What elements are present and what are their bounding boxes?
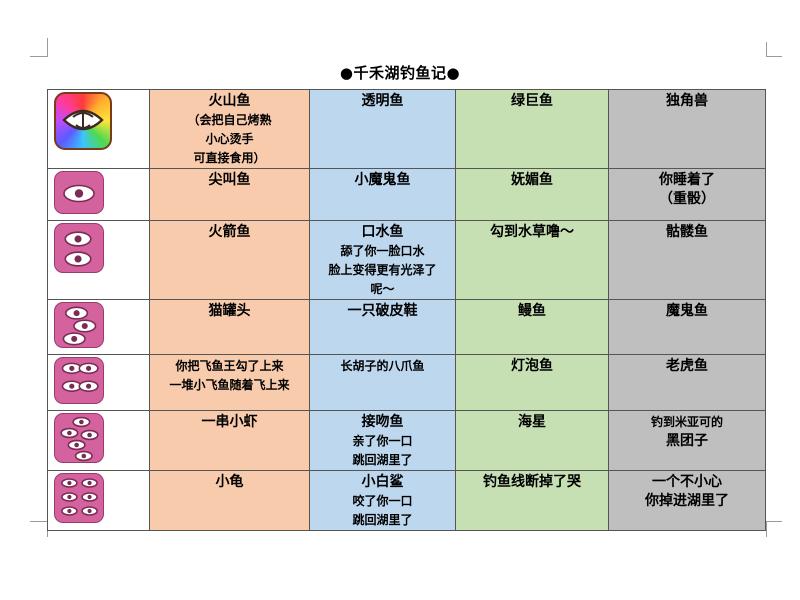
table-row: 尖叫鱼 小魔鬼鱼 妩媚鱼 你睡着了 （重骰）: [47, 168, 766, 221]
fish-cell: 接吻鱼亲了你一口跳回湖里了: [309, 410, 456, 471]
eye-4-icon: [54, 357, 104, 404]
eye-2-icon: [54, 223, 104, 273]
cell-title: 绿巨鱼: [511, 93, 553, 109]
cell-note: 咬了你一口: [352, 494, 413, 508]
cell-note: 亲了你一口: [352, 434, 413, 448]
row-icon-cell: [47, 89, 150, 169]
fish-cell: 小白鲨咬了你一口跳回湖里了: [309, 470, 456, 531]
cell-title: 透明鱼: [361, 93, 404, 109]
fish-cell: 你睡着了 （重骰）: [608, 168, 766, 221]
cell-title: 鳗鱼: [518, 303, 546, 319]
cell-title: 小白鲨: [361, 474, 404, 490]
cell-title: （重骰）: [659, 191, 715, 207]
cell-note: 小心烫手: [205, 132, 254, 146]
cell-title: 你掉进湖里了: [645, 493, 729, 509]
cell-note: 你把飞鱼王勾了上来: [175, 359, 284, 373]
fish-cell: 海星: [455, 410, 609, 471]
fish-cell: 妩媚鱼: [455, 168, 609, 221]
fish-cell: 尖叫鱼: [149, 168, 310, 221]
cell-note: 跳回湖里了: [352, 513, 413, 527]
cell-note: 长胡子的八爪鱼: [340, 359, 425, 373]
table-row: 一串小虾 接吻鱼亲了你一口跳回湖里了 海星 钓到米亚可的黑团子: [47, 410, 766, 471]
fish-cell: 骷髅鱼: [608, 220, 766, 300]
fish-cell: 勾到水草噜～: [455, 220, 609, 300]
row-icon-cell: [47, 410, 150, 471]
fish-cell: 绿巨鱼: [455, 89, 609, 169]
table-row: 火箭鱼 口水鱼舔了你一脸口水脸上变得更有光泽了呢～ 勾到水草噜～ 骷髅鱼: [47, 220, 766, 300]
cell-title: 小魔鬼鱼: [354, 172, 411, 188]
fish-cell: 小龟: [149, 470, 310, 531]
cell-note: 脸上变得更有光泽了: [328, 263, 437, 277]
fish-cell: 一个不小心你掉进湖里了: [608, 470, 766, 531]
cell-note: 舔了你一脸口水: [340, 244, 425, 258]
fish-cell: 口水鱼舔了你一脸口水脸上变得更有光泽了呢～: [309, 220, 456, 300]
cell-note: 呢～: [370, 282, 395, 296]
fish-cell: 钓鱼线断掉了哭: [455, 470, 609, 531]
cell-title: 火箭鱼: [208, 224, 251, 240]
cell-title: 猫罐头: [208, 303, 251, 319]
cell-title: 火山鱼: [208, 93, 251, 109]
cell-title: 一只破皮鞋: [347, 303, 418, 319]
cell-title: 骷髅鱼: [666, 224, 708, 240]
cell-title: 一个不小心: [652, 474, 722, 490]
eye-5-icon: [54, 413, 104, 463]
fish-cell: 猫罐头: [149, 299, 310, 355]
table-row: 火山鱼 （会把自己烤熟小心烫手可直接食用） 透明鱼 绿巨鱼 独角兽: [47, 89, 766, 169]
row-icon-cell: [47, 354, 150, 411]
cell-title: 尖叫鱼: [208, 172, 251, 188]
table-row: 你把飞鱼王勾了上来一堆小飞鱼随着飞上来 长胡子的八爪鱼 灯泡鱼 老虎鱼: [47, 354, 766, 411]
cell-title: 黑团子: [666, 433, 708, 449]
row-icon-cell: [47, 220, 150, 300]
fish-cell: 独角兽: [608, 89, 766, 169]
fish-cell: 一串小虾: [149, 410, 310, 471]
cell-title: 钓鱼线断掉了哭: [483, 474, 581, 490]
eye-1-icon: [54, 171, 104, 214]
row-icon-cell: [47, 299, 150, 355]
document-title: ●千禾湖钓鱼记●: [339, 64, 461, 82]
fish-cell: 你把飞鱼王勾了上来一堆小飞鱼随着飞上来: [149, 354, 310, 411]
cell-note: 跳回湖里了: [352, 453, 413, 467]
eye-3-icon: [54, 302, 104, 348]
cell-note: 钓到米亚可的: [650, 415, 723, 429]
cell-title: 接吻鱼: [361, 414, 404, 430]
fish-cell: 灯泡鱼: [455, 354, 609, 411]
rainbow-fish-icon: [54, 92, 112, 150]
cell-title: 小龟: [215, 474, 244, 490]
fish-cell: 魔鬼鱼: [608, 299, 766, 355]
cell-title: 灯泡鱼: [511, 358, 553, 374]
fishing-table: 火山鱼（会把自己烤熟小心烫手可直接食用）透明鱼绿巨鱼独角兽尖叫鱼小魔鬼鱼妩媚鱼你…: [47, 89, 766, 531]
cell-title: 独角兽: [666, 93, 708, 109]
fish-cell: 透明鱼: [309, 89, 456, 169]
fish-cell: 火山鱼 （会把自己烤熟小心烫手可直接食用）: [149, 89, 310, 169]
cell-title: 海星: [518, 414, 546, 430]
cell-note: 可直接食用）: [193, 151, 266, 165]
fish-cell: 小魔鬼鱼: [309, 168, 456, 221]
cell-title: 一串小虾: [201, 414, 258, 430]
table-row: 小龟 小白鲨咬了你一口跳回湖里了 钓鱼线断掉了哭 一个不小心你掉进湖里了: [47, 470, 766, 531]
cell-title: 魔鬼鱼: [666, 303, 708, 319]
cell-title: 你睡着了: [659, 172, 715, 188]
fish-cell: 老虎鱼: [608, 354, 766, 411]
table-row: 猫罐头 一只破皮鞋 鳗鱼 魔鬼鱼: [47, 299, 766, 355]
cell-note: 一堆小飞鱼随着飞上来: [169, 378, 290, 392]
fish-cell: 长胡子的八爪鱼: [309, 354, 456, 411]
cell-title: 口水鱼: [361, 224, 404, 240]
fish-cell: 鳗鱼: [455, 299, 609, 355]
cell-title: 勾到水草噜～: [490, 224, 574, 240]
cell-title: 老虎鱼: [666, 358, 708, 374]
fish-cell: 一只破皮鞋: [309, 299, 456, 355]
row-icon-cell: [47, 470, 150, 531]
fish-cell: 钓到米亚可的黑团子: [608, 410, 766, 471]
eye-6-icon: [54, 473, 104, 523]
cell-note: （会把自己烤熟: [187, 113, 272, 127]
fish-cell: 火箭鱼: [149, 220, 310, 300]
row-icon-cell: [47, 168, 150, 221]
cell-title: 妩媚鱼: [511, 172, 553, 188]
